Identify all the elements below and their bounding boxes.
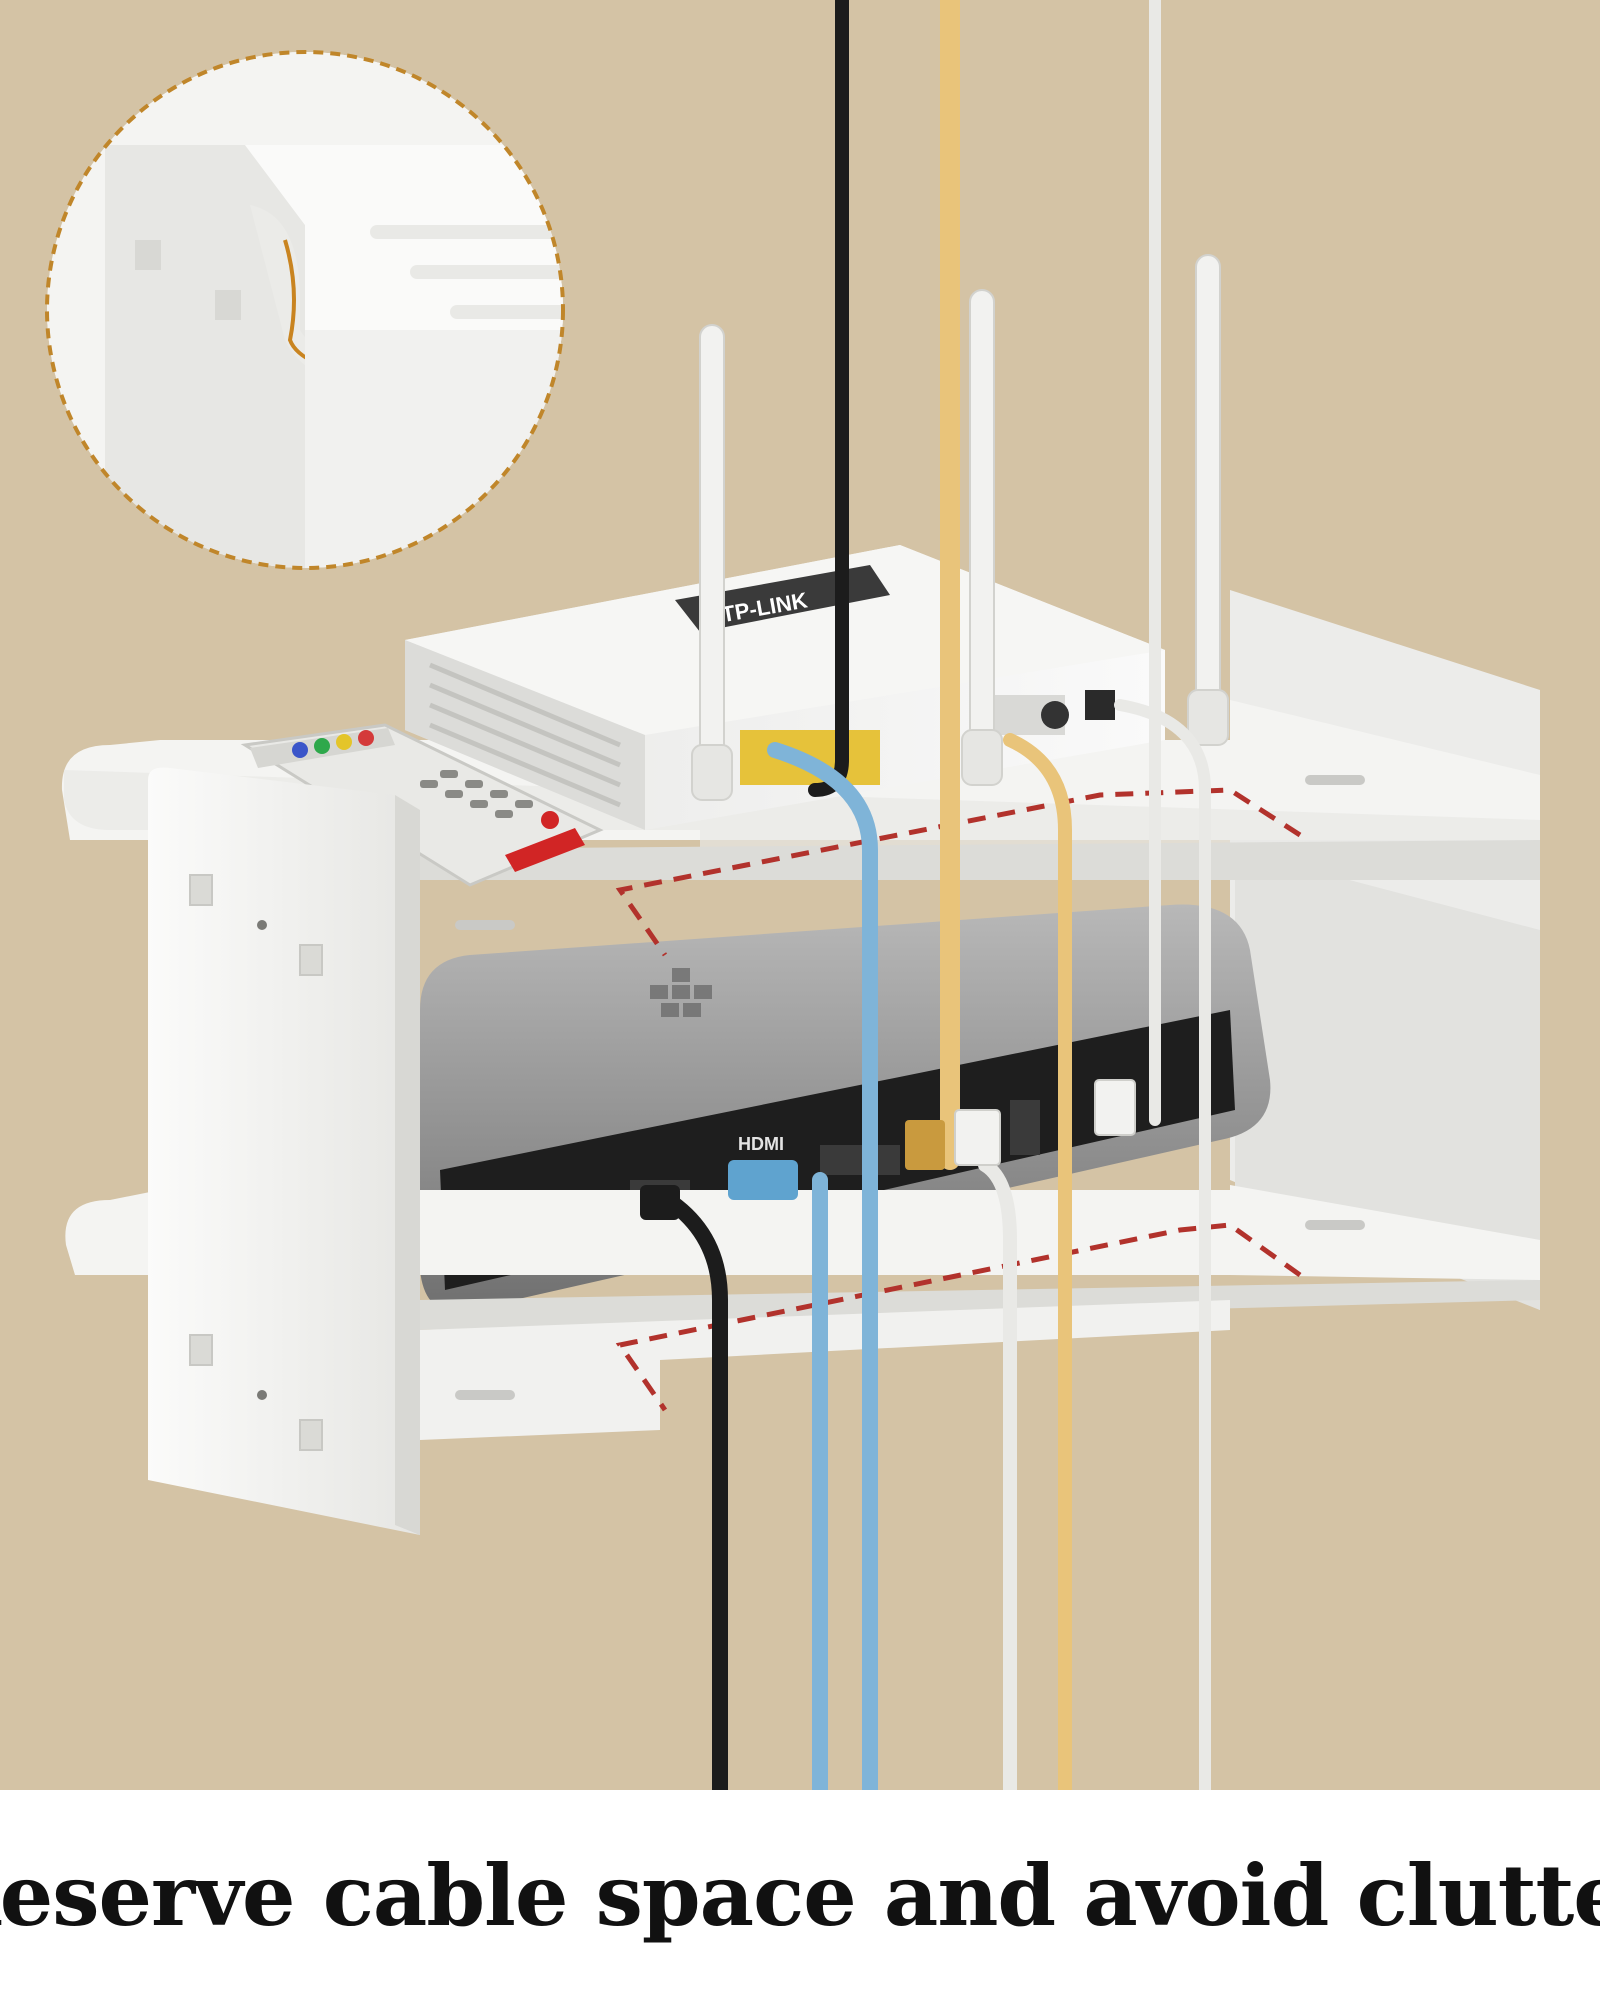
hdmi-port-label: HDMI [738,1134,784,1154]
cable-plug-icon [640,1079,1136,1220]
zoom-detail-circle-icon [45,50,565,570]
cable-bundle [652,0,1211,1790]
cable-channel-outline [615,787,1302,1412]
shelf-front-side-panel [148,767,420,1535]
product-scene: TP-LINK [0,0,1600,1790]
wifi-antenna-icon [691,254,1229,801]
bottom-shelf-board [65,1185,1540,1440]
remote-control-icon [240,723,604,887]
scene-illustration: TP-LINK [45,0,1540,1790]
caption-bar: Reserve cable space and avoid clutter [0,1790,1600,2000]
caption-text: Reserve cable space and avoid clutter [0,1845,1600,1945]
